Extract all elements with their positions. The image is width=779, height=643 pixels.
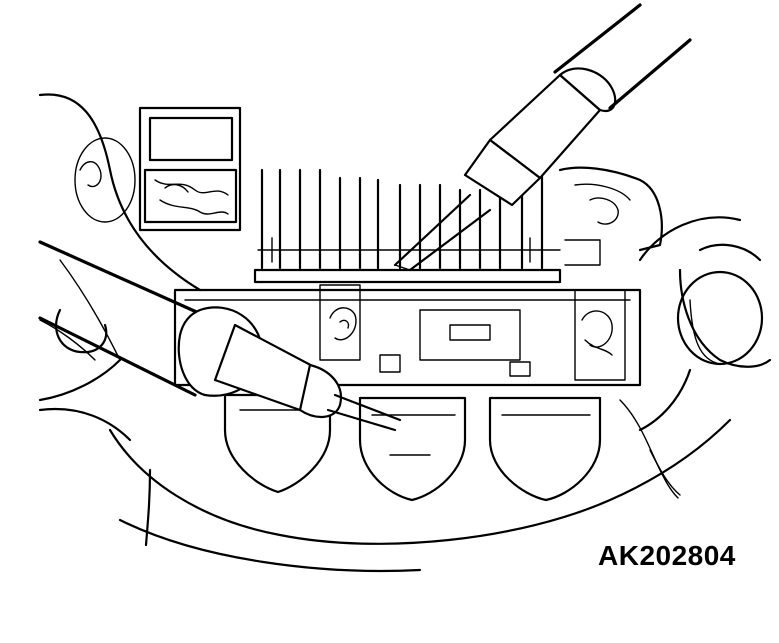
left-probe xyxy=(38,240,402,432)
figure-code: AK202804 xyxy=(598,540,736,571)
right-bearing xyxy=(676,270,764,366)
right-probe xyxy=(393,3,692,272)
regulator-body xyxy=(173,284,642,387)
alternator-housing xyxy=(38,93,772,573)
terminal-bracket xyxy=(558,166,663,266)
connector-block xyxy=(138,106,242,232)
left-bearing-boss xyxy=(55,137,136,354)
brush-pockets xyxy=(223,393,602,502)
heat-sink xyxy=(253,168,562,284)
